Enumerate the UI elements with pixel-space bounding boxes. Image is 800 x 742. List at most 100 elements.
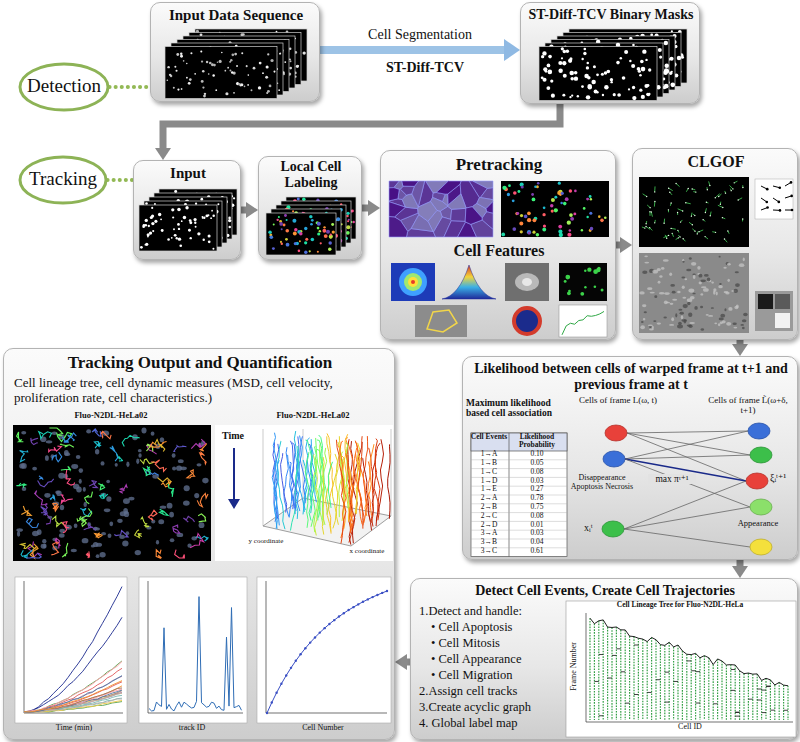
- drawing-ellipse: [691, 262, 696, 266]
- drawing-circle: [230, 87, 233, 90]
- node-title: CLGOF: [633, 153, 799, 171]
- drawing-circle: [304, 211, 307, 214]
- drawing-circle: [277, 210, 279, 212]
- drawing-circle: [654, 201, 655, 202]
- drawing-circle: [207, 39, 210, 42]
- drawing-circle: [645, 59, 647, 61]
- drawing-circle: [632, 69, 636, 73]
- drawing-circle: [299, 226, 301, 228]
- drawing-circle: [168, 218, 170, 220]
- drawing-circle: [180, 60, 183, 63]
- drawing-circle: [202, 231, 206, 235]
- node-title: Pretracking: [381, 155, 617, 175]
- drawing-ellipse: [46, 440, 53, 443]
- drawing-ellipse: [718, 285, 723, 288]
- drawing-circle: [198, 203, 201, 206]
- drawing-circle: [194, 53, 197, 56]
- drawing-circle: [601, 74, 605, 78]
- drawing-circle: [193, 228, 196, 231]
- drawing-circle: [659, 56, 662, 59]
- drawing-circle: [319, 230, 321, 232]
- drawing-circle: [512, 199, 515, 202]
- drawing-circle: [619, 83, 623, 87]
- drawing-circle: [181, 226, 184, 229]
- node-title: Local Cell Labeling: [259, 159, 363, 191]
- drawing-circle: [185, 61, 187, 63]
- drawing-circle: [601, 65, 604, 68]
- drawing-circle: [212, 215, 214, 217]
- drawing-line: [681, 220, 683, 222]
- drawing-circle: [223, 206, 226, 209]
- drawing-circle: [255, 76, 258, 79]
- drawing-circle: [243, 53, 246, 56]
- drawing-circle: [201, 88, 203, 90]
- drawing-circle: [157, 198, 160, 201]
- drawing-ellipse: [731, 290, 737, 292]
- drawing-circle: [162, 230, 165, 233]
- drawing-circle: [195, 203, 197, 205]
- drawing-circle: [307, 205, 310, 208]
- drawing-circle: [188, 237, 191, 240]
- drawing-circle: [618, 77, 623, 82]
- drawing-circle: [299, 232, 302, 235]
- drawing-circle: [520, 214, 523, 217]
- drawing-circle: [628, 38, 632, 42]
- drawing-line: [646, 227, 650, 230]
- drawing-circle: [154, 205, 156, 207]
- drawing-circle: [289, 58, 291, 60]
- drawing-circle: [199, 43, 202, 46]
- drawing-ellipse: [65, 525, 72, 530]
- drawing-circle: [598, 37, 601, 40]
- drawing-ellipse: [52, 501, 59, 505]
- drawing-line: [643, 194, 647, 197]
- drawing-circle: [588, 42, 591, 45]
- drawing-circle: [587, 84, 591, 88]
- drawing-ellipse: [707, 278, 711, 282]
- drawing-circle: [305, 238, 308, 241]
- drawing-line: [734, 181, 737, 183]
- drawing-circle: [502, 186, 506, 190]
- drawing-circle: [545, 70, 548, 73]
- drawing-circle: [202, 47, 205, 50]
- drawing-circle: [258, 71, 261, 74]
- drawing-ellipse: [101, 461, 105, 465]
- drawing-circle: [628, 88, 630, 90]
- drawing-circle: [177, 199, 180, 202]
- drawing-circle: [205, 47, 208, 50]
- drawing-circle: [167, 238, 170, 241]
- drawing-circle: [242, 48, 245, 51]
- drawing-circle: [157, 220, 159, 222]
- drawing-circle: [573, 74, 575, 76]
- drawing-path: [389, 217, 408, 237]
- drawing-ellipse: [670, 303, 674, 305]
- drawing-circle: [232, 33, 234, 35]
- drawing-circle: [285, 215, 288, 218]
- drawing-path: [400, 186, 414, 195]
- drawing-circle: [235, 44, 237, 46]
- drawing-circle: [567, 45, 570, 48]
- drawing-circle: [215, 234, 218, 237]
- drawing-circle: [179, 213, 182, 216]
- drawing-circle: [592, 45, 596, 49]
- drawing-ellipse: [642, 271, 647, 274]
- drawing-circle: [633, 54, 637, 58]
- drawing-circle: [643, 46, 647, 50]
- drawing-circle: [189, 220, 192, 223]
- drawing-circle: [174, 212, 177, 215]
- drawing-circle: [520, 230, 523, 233]
- drawing-ellipse: [700, 293, 703, 295]
- drawing-circle: [591, 63, 594, 66]
- drawing-circle: [166, 205, 168, 207]
- drawing-circle: [240, 85, 242, 87]
- drawing-rect: [144, 201, 222, 247]
- drawing-circle: [286, 243, 290, 247]
- drawing-ellipse: [160, 437, 165, 442]
- drawing-circle: [598, 86, 601, 89]
- drawing-circle: [580, 55, 583, 58]
- drawing-circle: [691, 215, 692, 216]
- drawing-circle: [202, 70, 205, 73]
- drawing-circle: [191, 228, 194, 231]
- drawing-circle: [140, 246, 143, 249]
- drawing-circle: [663, 86, 667, 90]
- drawing-circle: [201, 80, 204, 83]
